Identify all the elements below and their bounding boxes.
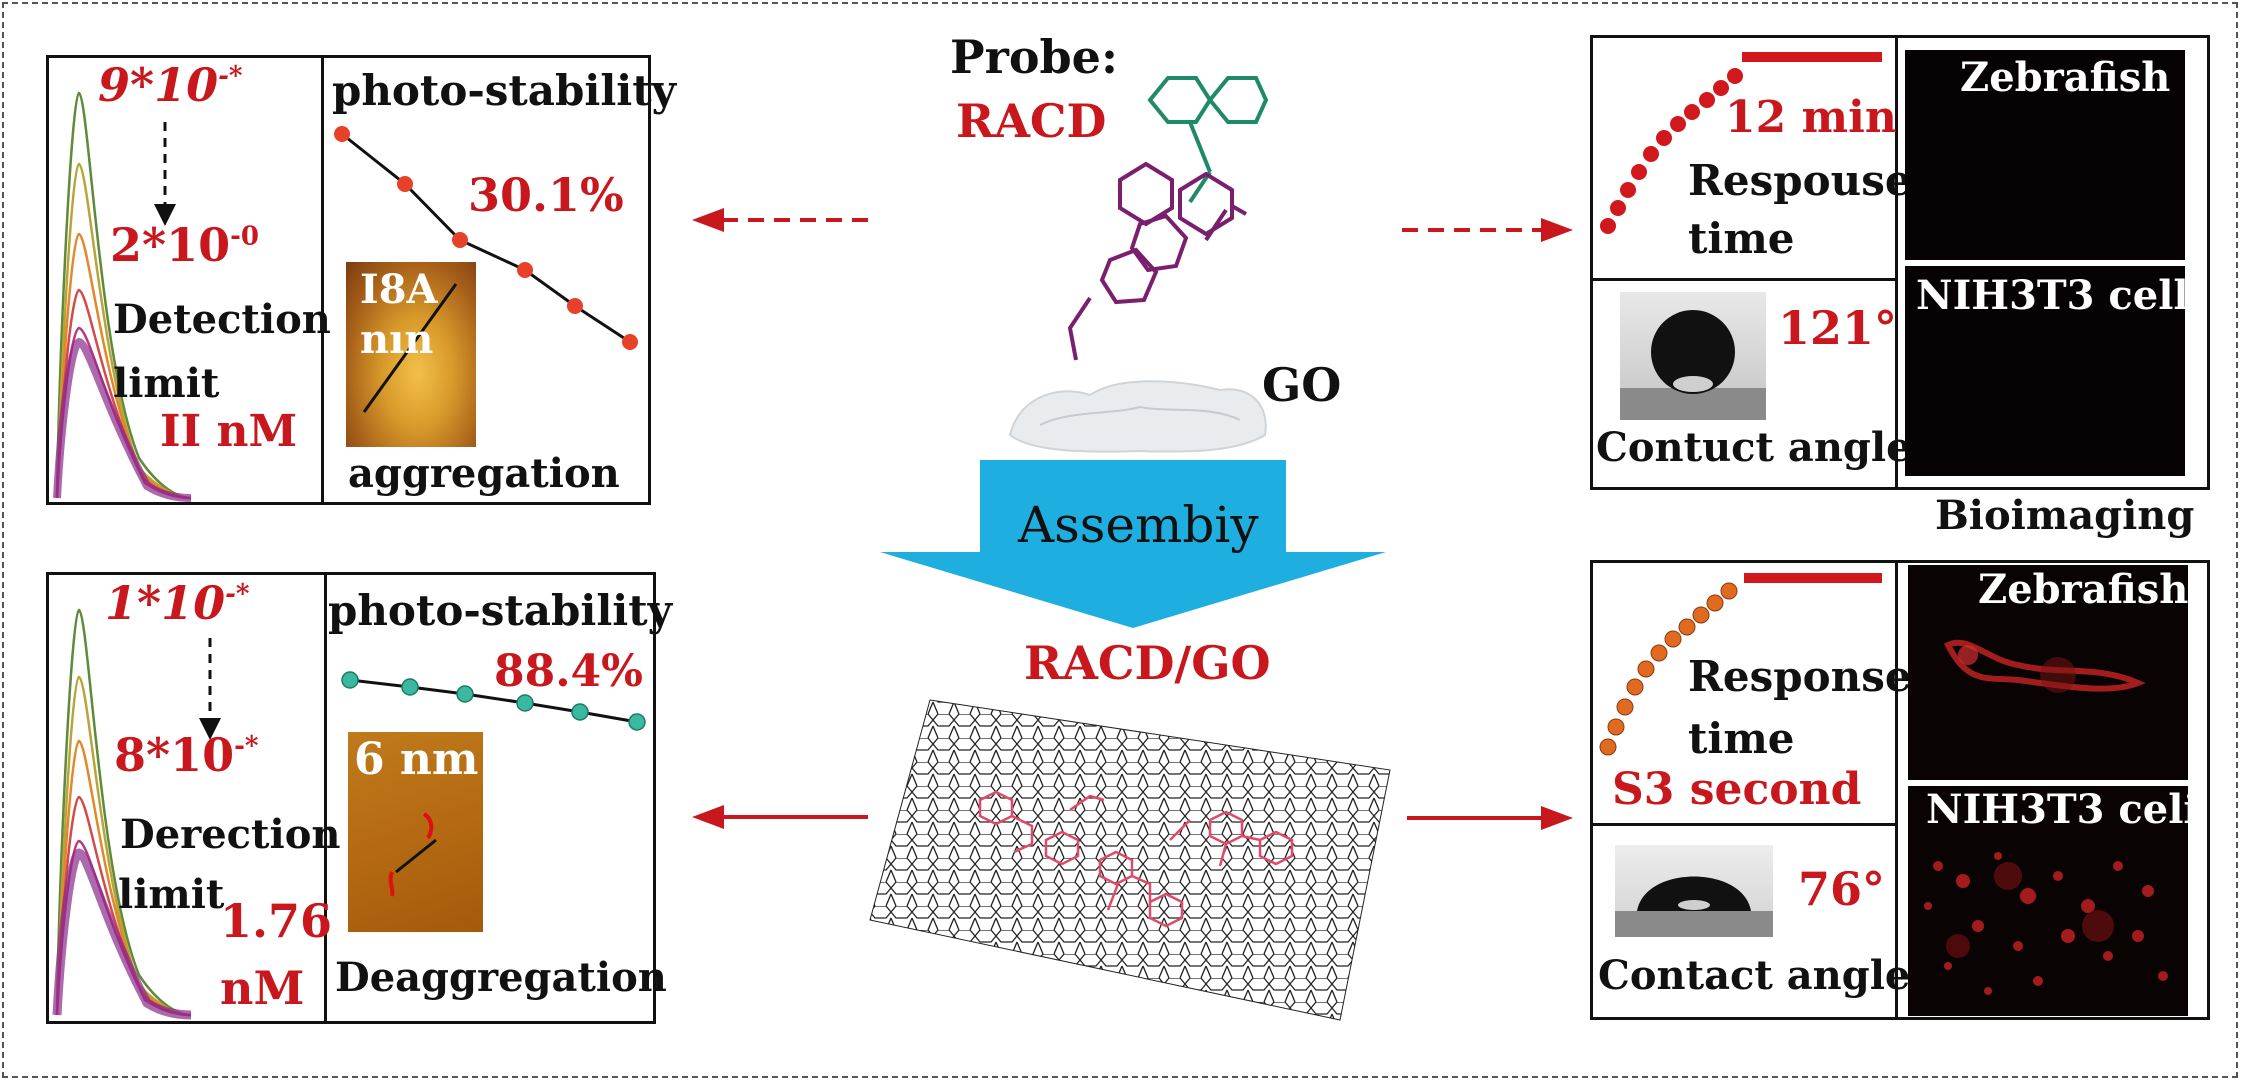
detection-label-line2: limit [118,871,225,918]
composite-label: RACD/GO [1024,636,1271,690]
contact-angle-value: 121° [1778,301,1898,355]
zebrafish-label: Zebrafish [1960,54,2171,101]
response-label-line1: Response [1688,652,1912,701]
conc-arrow-down [154,122,176,226]
detection-label-line1: Derection [120,811,341,858]
afm-image-aggregation [346,262,476,447]
arrow-top-right-dashed [1402,218,1573,242]
photo-stability-title: photo-stability [328,586,673,635]
bottom-left-spectra [52,608,192,1020]
go-powder [1008,380,1267,453]
arrow-top-left-dashed [692,208,868,232]
response-time-curve [1599,573,1882,756]
assembly-label: Assembiy [1018,496,1259,554]
detection-value-line2: nM [220,961,305,1015]
arrow-bottom-right-solid [1407,806,1573,830]
conc-low-exponent: -* [234,731,259,762]
detection-value: II nM [160,406,298,457]
bioimaging-label: Bioimaging [1935,492,2195,539]
nih3t3-image [1905,266,2185,476]
contact-angle-value: 76° [1798,862,1886,916]
arrow-bottom-left-solid [692,805,868,829]
afm-caption-deaggregation: Deaggregation [335,954,667,1001]
photo-stability-plot [334,126,638,350]
photo-stability-plot [341,671,646,731]
conc-high-label: 9*10-* [98,58,243,112]
afm-image-deaggregation [348,732,483,932]
go-label: GO [1262,358,1342,412]
detection-value-line1: 1.76 [220,894,333,948]
zebrafish-image [1908,565,2188,780]
assembly-arrow [880,460,1386,628]
top-left-spectra [53,91,192,502]
conc-low-label: 8*10-* [114,728,259,782]
nih3t3-label: NIH3T3 celi [1926,786,2199,833]
afm-size-label: 6 nm [354,734,479,785]
conc-high-label: 1*10-* [105,576,250,630]
detection-label-line2: limit [113,360,220,407]
response-label-line2: time [1688,714,1795,763]
zebrafish-label: Zebrafish [1978,566,2189,613]
afm-scale-text-1: I8A [360,266,438,313]
photo-stability-value: 30.1% [468,168,624,222]
photo-stability-value: 88.4% [494,646,643,697]
response-time-value: S3 second [1612,764,1862,815]
conc-high-exponent: -* [218,61,243,92]
contact-angle-caption: Contuct angle [1596,424,1912,471]
nih3t3-label: NIH3T3 cell [1916,272,2189,319]
zebrafish-image [1905,50,2185,260]
afm-caption-aggregation: aggregation [348,450,620,497]
conc-low-label: 2*10-0 [110,218,259,272]
afm-scale-text-2: nın [360,316,434,363]
contact-angle-caption: Contact angle [1598,952,1911,999]
response-label-line1: Respouse [1688,156,1912,205]
probe-label: Probe: [950,30,1118,84]
racd-molecule [1067,76,1269,361]
nih3t3-image [1908,786,2188,1016]
response-time-value: 12 min [1725,92,1897,143]
probe-name: RACD [956,94,1107,148]
contact-angle-image [1615,845,1773,937]
response-label-line2: time [1688,214,1795,263]
response-time-curve [1600,52,1882,234]
conc-arrow-down [199,638,221,740]
detection-label-line1: Detection [113,296,331,343]
contact-angle-image [1620,292,1766,420]
conc-high-exponent: -* [225,579,250,610]
conc-low-exponent: -0 [230,221,259,252]
photo-stability-title: photo-stability [332,66,677,115]
graphene-sheet [869,699,1391,1021]
